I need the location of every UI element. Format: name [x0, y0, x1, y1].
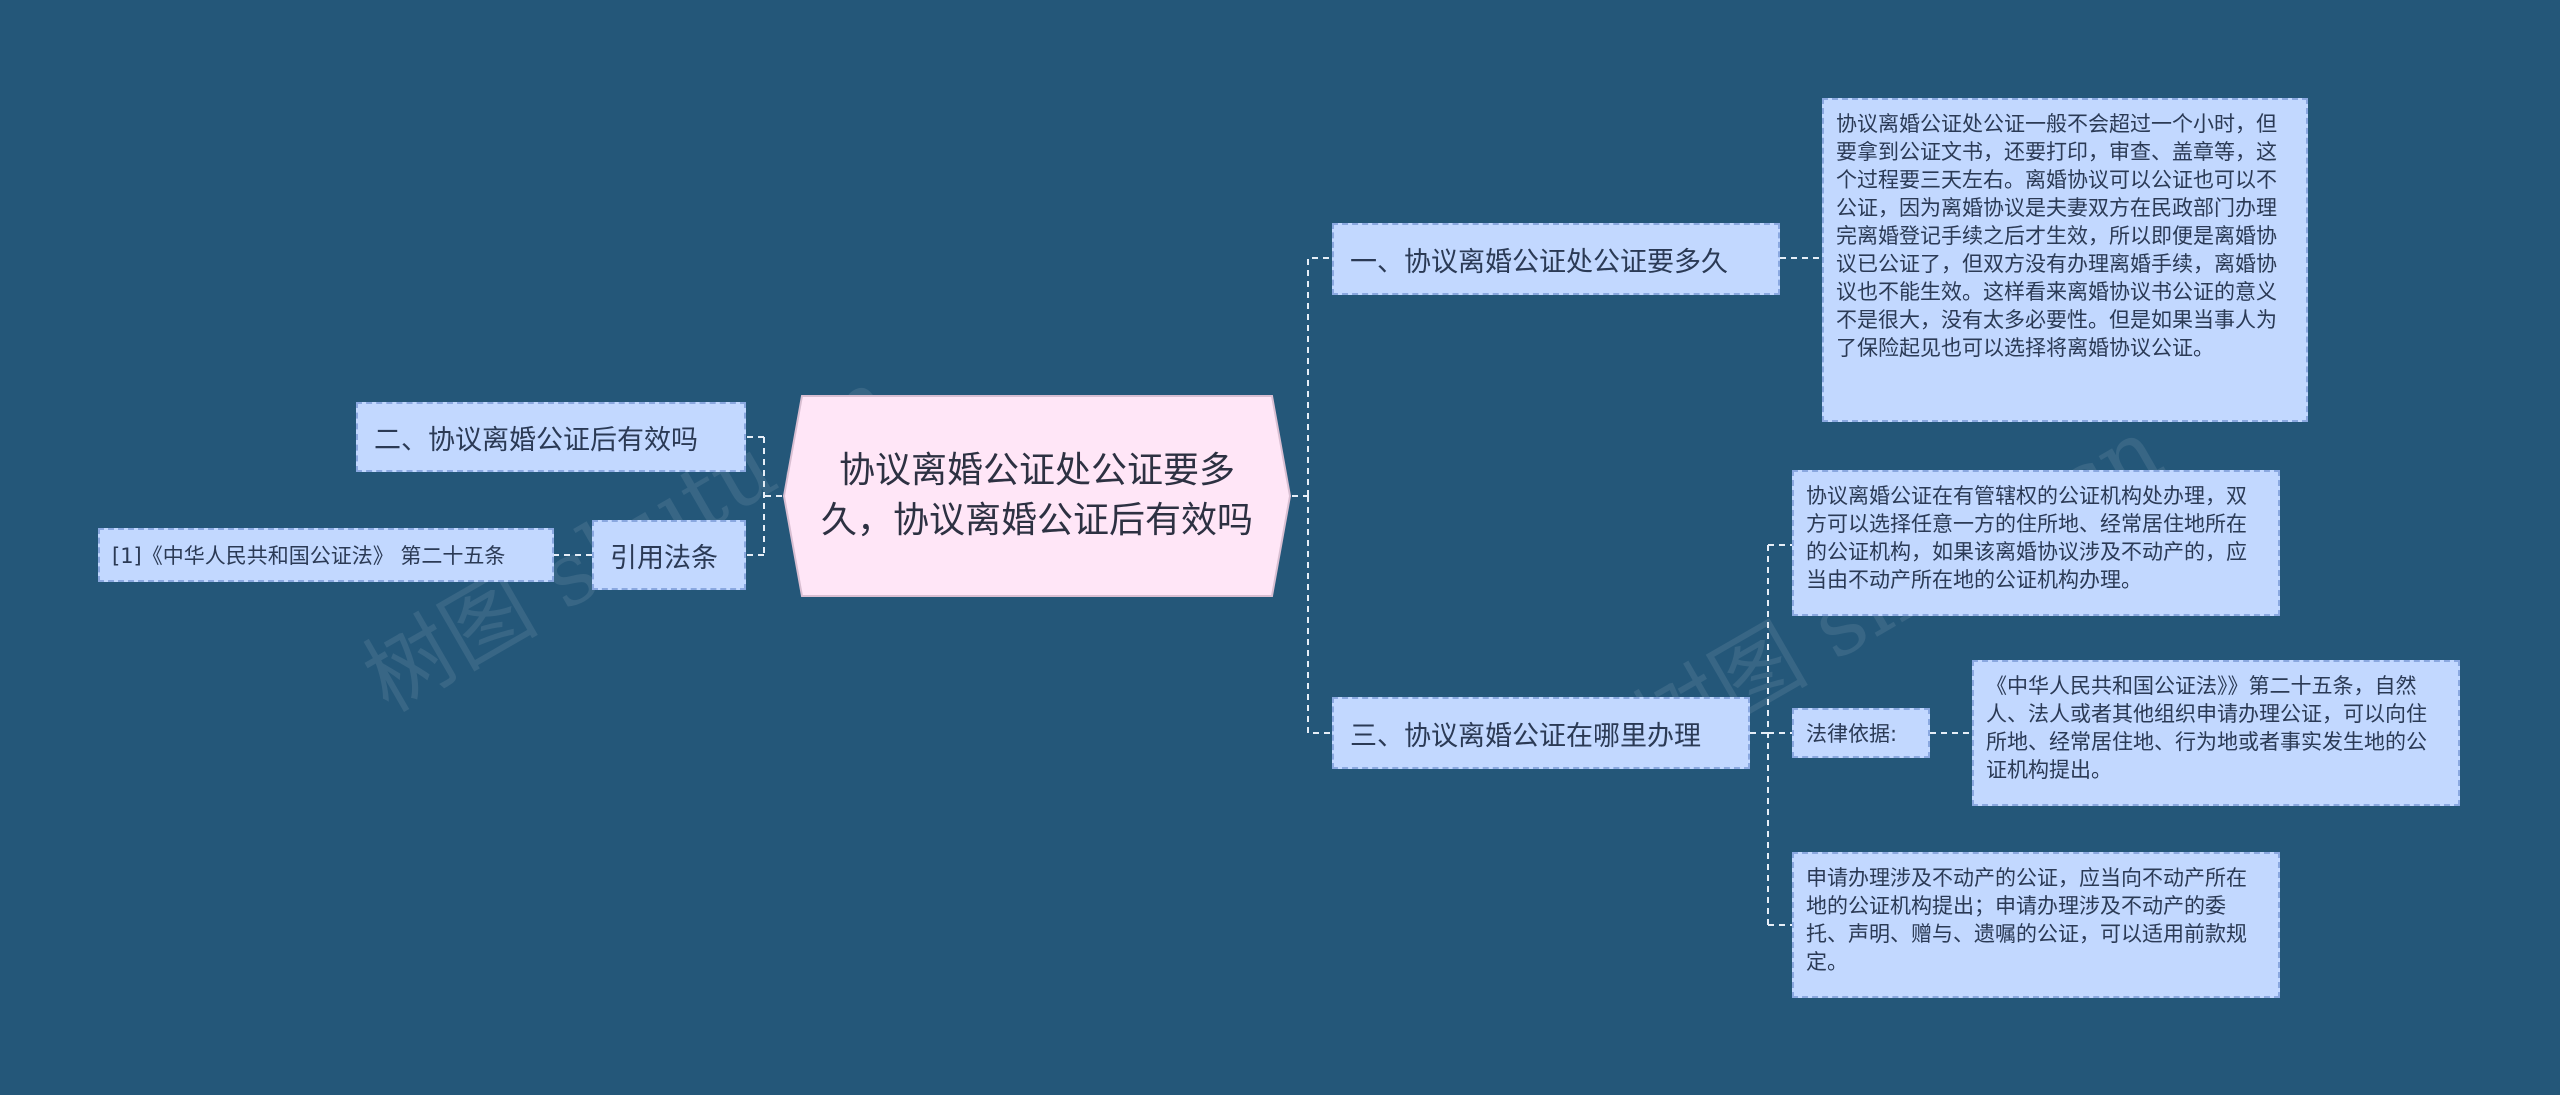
branch-citation[interactable]: 引用法条	[592, 520, 746, 590]
leaf-citation-item[interactable]: [1]《中华人民共和国公证法》 第二十五条	[98, 528, 554, 582]
leaf-legal-basis-label[interactable]: 法律依据:	[1792, 708, 1930, 758]
connector-root-left	[746, 436, 782, 556]
leaf-legal-basis-text[interactable]: 《中华人民共和国公证法》》第二十五条，自然人、法人或者其他组织申请办理公证，可以…	[1972, 660, 2460, 806]
connector-branch3-leaves	[1750, 544, 1792, 926]
branch-valid[interactable]: 二、协议离婚公证后有效吗	[356, 402, 746, 472]
connector-root-right	[1292, 257, 1332, 734]
root-node-title[interactable]: 协议离婚公证处公证要多久，协议离婚公证后有效吗	[820, 450, 1253, 541]
branch-where[interactable]: 三、协议离婚公证在哪里办理	[1332, 697, 1750, 769]
leaf-how-long-detail[interactable]: 协议离婚公证处公证一般不会超过一个小时，但要拿到公证文书，还要打印，审查、盖章等…	[1822, 98, 2308, 422]
leaf-where-detail-3[interactable]: 申请办理涉及不动产的公证，应当向不动产所在地的公证机构提出；申请办理涉及不动产的…	[1792, 852, 2280, 998]
leaf-where-detail-1[interactable]: 协议离婚公证在有管辖权的公证机构处办理，双方可以选择任意一方的住所地、经常居住地…	[1792, 470, 2280, 616]
branch-how-long[interactable]: 一、协议离婚公证处公证要多久	[1332, 223, 1780, 295]
root-node-shape	[782, 395, 1292, 597]
